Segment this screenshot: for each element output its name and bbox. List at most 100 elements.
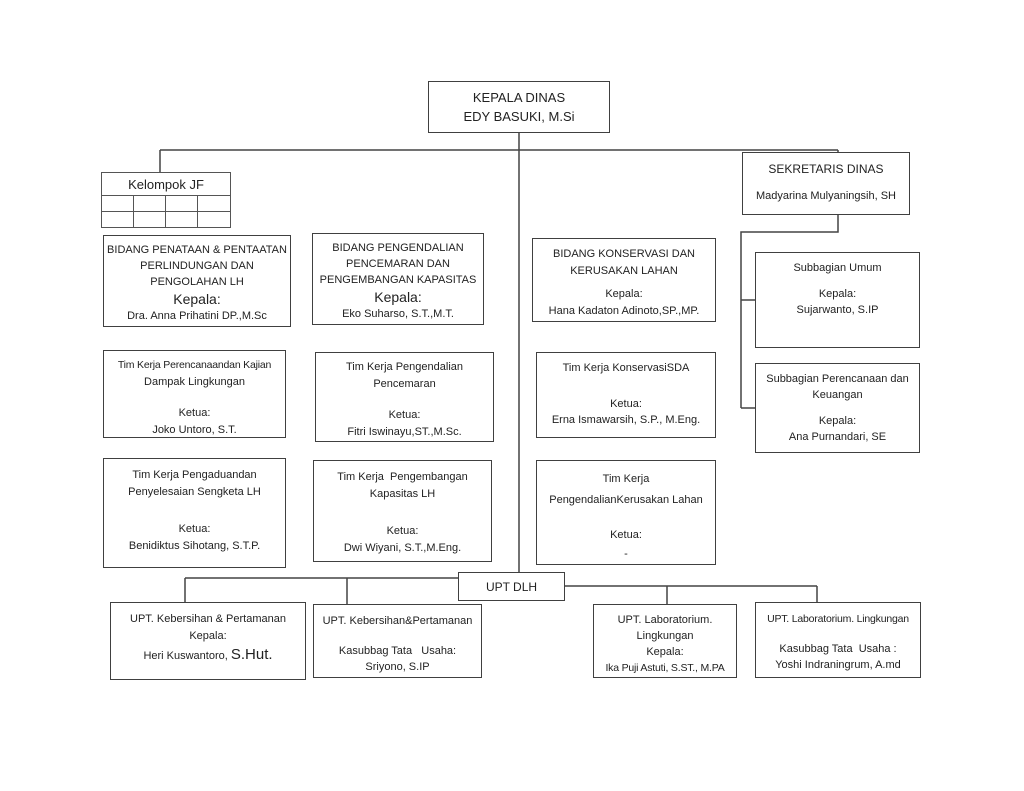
bidang-konservasi-title: BIDANG KONSERVASI DAN: [552, 248, 696, 260]
kepala-dinas-name: EDY BASUKI, M.Si: [463, 109, 575, 124]
upt-kebersihan-tu-role-label: Kasubbag Tata Usaha:: [338, 645, 457, 657]
subbagian-umum-title: Subbagian Umum: [793, 262, 882, 274]
tim-pengaduan-role-label: Ketua:: [178, 523, 211, 535]
spacer: [104, 501, 285, 521]
upt-lab-kepala-name: Ika Puji Astuti, S.ST., M.PA: [605, 662, 725, 674]
spacer: [756, 276, 919, 286]
jf-grid-cell: [198, 212, 230, 228]
upt-kebersihan-kepala-name: Heri Kuswantoro, S.Hut.: [111, 645, 305, 666]
spacer: [314, 629, 481, 643]
box-bidang-konservasi: BIDANG KONSERVASI DAN KERUSAKAN LAHAN Ke…: [532, 238, 716, 322]
bidang-penataan-name: Dra. Anna Prihatini DP.,M.Sc: [127, 310, 267, 322]
bidang-pengendalian-title3: PENGEMBANGAN KAPASITAS: [319, 274, 477, 286]
bidang-pengendalian-title: BIDANG PENGENDALIAN: [332, 242, 464, 254]
spacer: [537, 376, 715, 396]
tim-pengembangan-name: Dwi Wiyani, S.T.,M.Eng.: [343, 542, 462, 554]
upt-kebersihan-tu-title: UPT. Kebersihan&Pertamanan: [322, 615, 473, 627]
spacer: [104, 391, 285, 405]
tim-pengembangan-title: Tim Kerja Pengembangan: [337, 471, 468, 483]
box-tim-perencanaan: Tim Kerja Perencanaandan Kajian Dampak L…: [103, 350, 286, 438]
box-tim-pengendalian: Tim Kerja Pengendalian Pencemaran Ketua:…: [315, 352, 494, 442]
tim-pengendalian-title2: Pencemaran: [373, 378, 436, 390]
jf-grid-cell: [102, 211, 134, 227]
tim-kerusakan-title: Tim Kerja: [602, 473, 650, 485]
box-kepala-dinas: KEPALA DINAS EDY BASUKI, M.Si: [428, 81, 610, 133]
upt-kebersihan-kepala-name-prefix: Heri Kuswantoro,: [143, 650, 231, 662]
bidang-penataan-role-label: Kepala:: [173, 291, 221, 307]
box-tim-kerusakan: Tim Kerja PengendalianKerusakan Lahan Ke…: [536, 460, 716, 565]
kepala-dinas-title: KEPALA DINAS: [472, 90, 566, 105]
box-tim-konservasi: Tim Kerja KonservasiSDA Ketua: Erna Isma…: [536, 352, 716, 438]
subbagian-umum-name: Sujarwanto, S.IP: [796, 304, 879, 316]
bidang-penataan-title2: PERLINDUNGAN DAN: [140, 260, 254, 272]
jf-grid-cell: [198, 196, 230, 212]
tim-kerusakan-role-label: Ketua:: [610, 529, 642, 541]
upt-lab-kepala-title2: Lingkungan: [636, 630, 694, 642]
box-bidang-penataan: BIDANG PENATAAN & PENTAATAN PERLINDUNGAN…: [103, 235, 291, 327]
subbagian-perencanaan-title2: Keuangan: [812, 389, 863, 401]
tim-pengendalian-title: Tim Kerja Pengendalian: [346, 361, 463, 373]
box-subbagian-umum: Subbagian Umum Kepala: Sujarwanto, S.IP: [755, 252, 920, 348]
tim-pengembangan-role-label: Ketua:: [386, 525, 419, 537]
box-upt-dlh: UPT DLH: [458, 572, 565, 601]
upt-lab-tu-title: UPT. Laboratorium. Lingkungan: [767, 613, 909, 625]
jf-grid-cell: [166, 211, 198, 227]
bidang-pengendalian-role-label: Kepala:: [374, 289, 422, 305]
tim-pengembangan-title2: Kapasitas LH: [369, 488, 436, 500]
subbagian-perencanaan-name: Ana Purnandari, SE: [788, 431, 887, 443]
upt-kebersihan-kepala-title: UPT. Kebersihan & Pertamanan: [130, 613, 286, 625]
box-bidang-pengendalian: BIDANG PENGENDALIAN PENCEMARAN DAN PENGE…: [312, 233, 484, 325]
tim-perencanaan-title: Tim Kerja Perencanaandan Kajian: [117, 359, 272, 371]
tim-pengaduan-title2: Penyelesaian Sengketa LH: [128, 486, 261, 498]
upt-lab-tu-name: Yoshi Indraningrum, A.md: [775, 659, 901, 671]
tim-pengendalian-role-label: Ketua:: [388, 409, 421, 421]
bidang-pengendalian-title2: PENCEMARAN DAN: [346, 258, 450, 270]
spacer: [537, 511, 715, 525]
upt-kebersihan-tu-name: Sriyono, S.IP: [365, 661, 430, 673]
bidang-konservasi-role-label: Kepala:: [605, 288, 643, 300]
tim-kerusakan-title2: PengendalianKerusakan Lahan: [549, 494, 703, 506]
tim-pengendalian-name: Fitri Iswinayu,ST.,M.Sc.: [347, 426, 462, 438]
tim-pengaduan-title: Tim Kerja Pengaduandan: [132, 469, 257, 481]
tim-konservasi-title: Tim Kerja KonservasiSDA: [562, 362, 690, 374]
spacer: [756, 403, 919, 413]
spacer: [756, 627, 920, 641]
box-tim-pengembangan: Tim Kerja Pengembangan Kapasitas LH Ketu…: [313, 460, 492, 562]
upt-kebersihan-kepala-role-label: Kepala:: [189, 630, 227, 642]
jf-grid-cell: [102, 196, 134, 212]
box-upt-kebersihan-tu: UPT. Kebersihan&Pertamanan Kasubbag Tata…: [313, 604, 482, 678]
tim-kerusakan-name: -: [624, 548, 628, 560]
tim-perencanaan-name: Joko Untoro, S.T.: [152, 424, 237, 436]
spacer: [314, 503, 491, 523]
upt-kebersihan-kepala-name-suffix: S.Hut.: [230, 646, 273, 663]
bidang-konservasi-name: Hana Kadaton Adinoto,SP.,MP.: [548, 305, 700, 317]
subbagian-umum-role-label: Kepala:: [818, 288, 857, 300]
box-upt-lab-kepala: UPT. Laboratorium. Lingkungan Kepala: Ik…: [593, 604, 737, 678]
spacer: [316, 393, 493, 407]
upt-lab-tu-role-label: Kasubbag Tata Usaha :: [779, 643, 897, 655]
jf-grid-cell: [134, 196, 166, 212]
upt-lab-kepala-title: UPT. Laboratorium.: [617, 614, 713, 626]
bidang-pengendalian-name: Eko Suharso, S.T.,M.T.: [342, 308, 454, 320]
subbagian-perencanaan-role-label: Kepala:: [818, 415, 857, 427]
jf-grid-cell: [134, 211, 166, 227]
tim-pengaduan-name: Benidiktus Sihotang, S.T.P.: [128, 540, 261, 552]
bidang-konservasi-title2: KERUSAKAN LAHAN: [570, 265, 678, 277]
box-upt-lab-tu: UPT. Laboratorium. Lingkungan Kasubbag T…: [755, 602, 921, 678]
tim-konservasi-name: Erna Ismawarsih, S.P., M.Eng.: [551, 414, 701, 426]
tim-perencanaan-role-label: Ketua:: [178, 407, 211, 419]
box-sekretaris-dinas: SEKRETARIS DINAS Madyarina Mulyaningsih,…: [742, 152, 910, 215]
tim-perencanaan-title2: Dampak Lingkungan: [144, 376, 245, 388]
tim-konservasi-role-label: Ketua:: [610, 398, 642, 410]
box-tim-pengaduan: Tim Kerja Pengaduandan Penyelesaian Seng…: [103, 458, 286, 568]
subbagian-perencanaan-title: Subbagian Perencanaan dan: [766, 373, 909, 385]
jf-grid-cell: [166, 196, 198, 212]
box-kelompok-jf-title: Kelompok JF: [101, 172, 231, 197]
sekretaris-name: Madyarina Mulyaningsih, SH: [755, 190, 896, 202]
box-subbagian-perencanaan: Subbagian Perencanaan dan Keuangan Kepal…: [755, 363, 920, 453]
bidang-penataan-title3: PENGOLAHAN LH: [150, 276, 244, 288]
box-upt-kebersihan-kepala: UPT. Kebersihan & Pertamanan Kepala: Her…: [110, 602, 306, 680]
upt-lab-kepala-role-label: Kepala:: [646, 646, 684, 658]
kelompok-jf-grid: [101, 195, 231, 228]
